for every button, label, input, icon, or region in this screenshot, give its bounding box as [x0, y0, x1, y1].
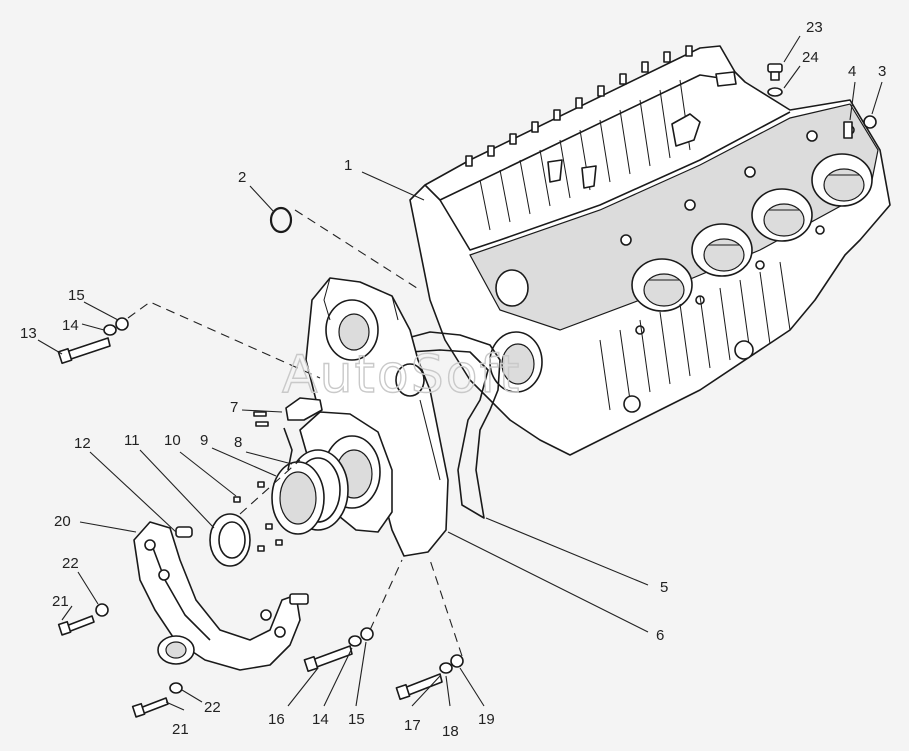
washer-24 — [767, 87, 783, 97]
front-cover-gasket — [359, 331, 501, 519]
callout-24: 24 — [802, 49, 819, 66]
callout-2: 2 — [238, 169, 246, 186]
leader-lines — [37, 35, 883, 711]
callout-14a: 14 — [62, 317, 79, 334]
oil-seal-11 — [209, 513, 251, 567]
callout-22b: 22 — [204, 699, 221, 716]
callout-numbers: 1 2 3 4 5 6 7 8 9 10 11 12 13 14 15 16 1… — [20, 19, 886, 740]
engine-block — [409, 45, 891, 456]
callout-14b: 14 — [312, 711, 329, 728]
washer-14b — [348, 635, 362, 647]
callout-5: 5 — [660, 579, 668, 596]
callout-4: 4 — [848, 63, 856, 80]
callout-17: 17 — [404, 717, 421, 734]
callout-15b: 15 — [348, 711, 365, 728]
bracket-7 — [253, 397, 323, 471]
callout-8: 8 — [234, 434, 242, 451]
callout-13: 13 — [20, 325, 37, 342]
ring-15a — [115, 317, 129, 331]
callout-18: 18 — [442, 723, 459, 740]
callout-1: 1 — [344, 157, 352, 174]
bolt-21a — [57, 615, 95, 636]
callout-19: 19 — [478, 711, 495, 728]
bolt-21b — [131, 697, 169, 718]
callout-11: 11 — [124, 432, 140, 449]
watermark: AutoSoft — [282, 345, 521, 405]
plug-23 — [767, 63, 783, 81]
callout-10: 10 — [164, 432, 181, 449]
bolt-17 — [395, 673, 443, 701]
callout-6: 6 — [656, 627, 664, 644]
callout-3: 3 — [878, 63, 886, 80]
dowel-pin-12 — [175, 526, 193, 538]
washer-22a — [95, 603, 109, 617]
washer-22b — [169, 682, 183, 694]
callout-22a: 22 — [62, 555, 79, 572]
bolt-16 — [303, 645, 353, 673]
front-cover — [305, 277, 449, 557]
washer-18 — [439, 662, 453, 674]
ball-3 — [863, 115, 877, 129]
callout-21b: 21 — [172, 721, 189, 738]
cylinder-bores — [631, 153, 873, 312]
callout-12: 12 — [74, 435, 91, 452]
callout-21a: 21 — [52, 593, 69, 610]
ring-19 — [450, 654, 464, 668]
bolt-13 — [57, 337, 111, 365]
screws-10 — [233, 481, 283, 552]
callout-9: 9 — [200, 432, 208, 449]
washer-14a — [103, 324, 117, 336]
callout-15a: 15 — [68, 287, 85, 304]
assembly-lines — [127, 209, 463, 657]
ring-15b — [360, 627, 374, 641]
callout-16: 16 — [268, 711, 285, 728]
seal-housing-9 — [271, 461, 325, 535]
callout-7: 7 — [230, 399, 238, 416]
callout-23: 23 — [806, 19, 823, 36]
o-ring-2 — [269, 206, 293, 234]
stud-4 — [843, 121, 853, 139]
engine-support-bracket — [133, 521, 309, 671]
callout-20: 20 — [54, 513, 71, 530]
